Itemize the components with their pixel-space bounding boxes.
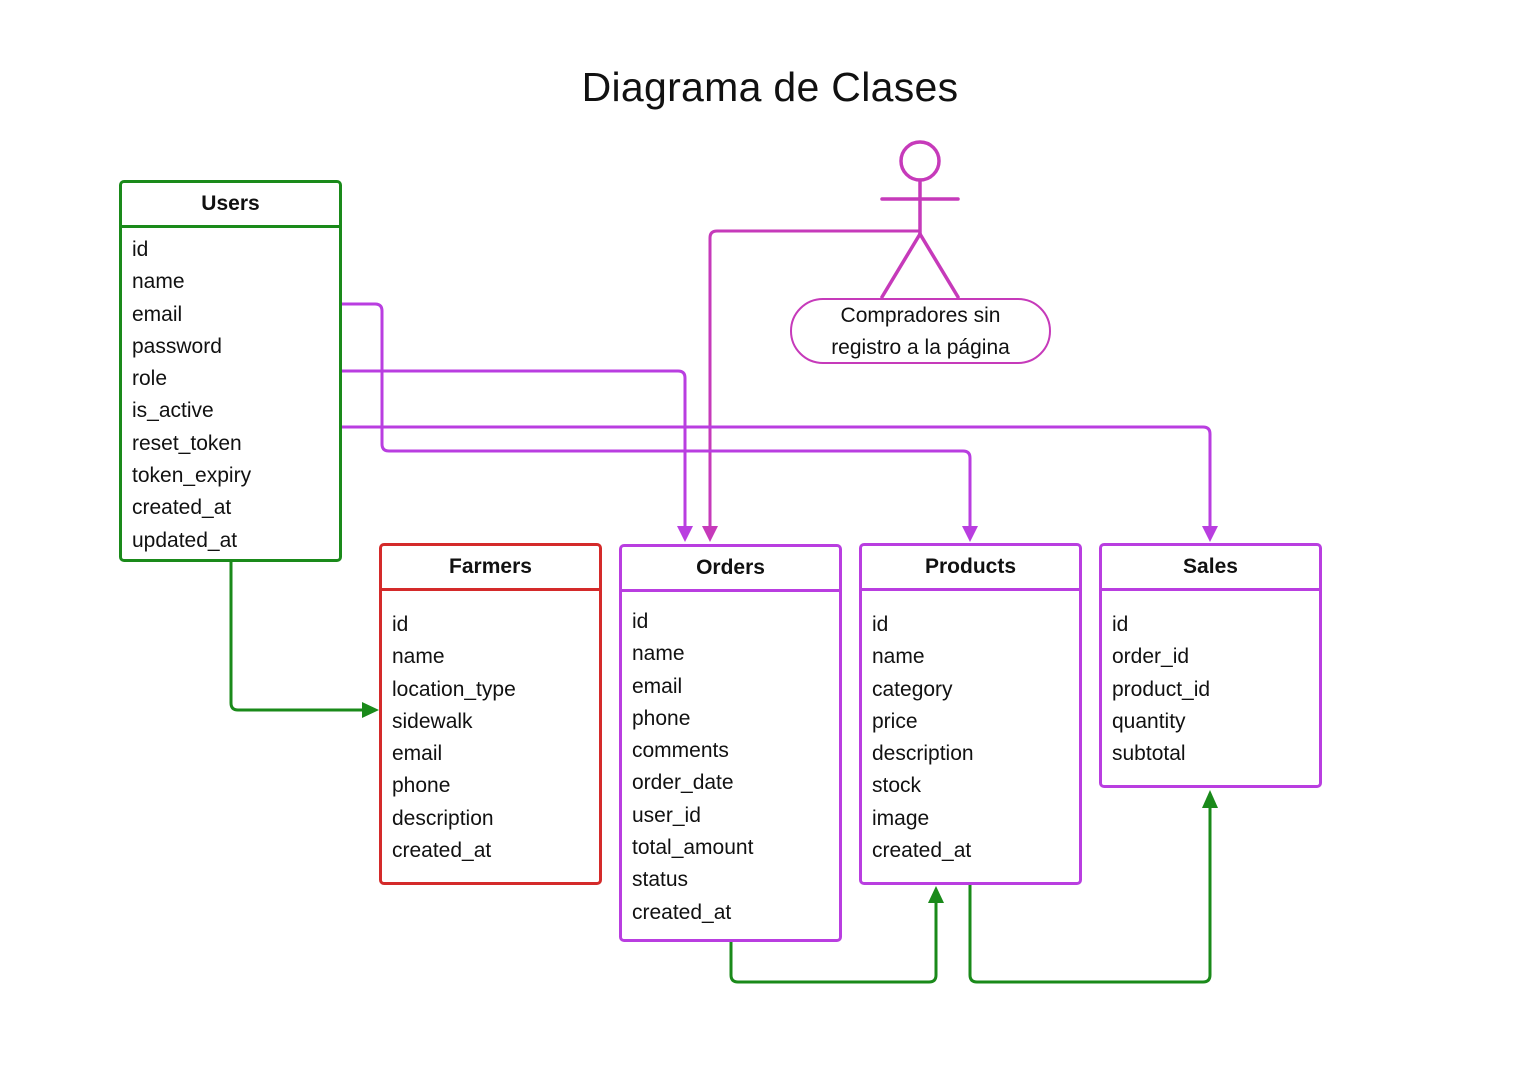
field: product_id xyxy=(1112,677,1211,701)
actor-icon xyxy=(880,140,960,299)
class-products-fields: id name category price description stock… xyxy=(862,591,1079,867)
field: id xyxy=(632,610,649,633)
field: quantity xyxy=(1112,709,1186,733)
class-users-header: Users xyxy=(122,183,339,228)
field: description xyxy=(392,806,494,830)
field: user_id xyxy=(632,803,701,827)
field: role xyxy=(132,367,168,391)
field: order_date xyxy=(632,771,734,795)
connector-products-sales xyxy=(968,790,1218,984)
field: email xyxy=(392,742,443,766)
connector-orders-products xyxy=(729,886,944,984)
field: id xyxy=(872,613,889,636)
field: token_expiry xyxy=(132,464,252,488)
class-users-fields: id name email password role is_active re… xyxy=(122,228,339,557)
actor-label: Compradores sin registro a la página xyxy=(790,298,1051,364)
connector-users-farmers xyxy=(229,561,379,718)
actor-label-line2: registro a la página xyxy=(831,336,1010,359)
field: comments xyxy=(632,739,729,763)
field: total_amount xyxy=(632,836,754,860)
actor-label-line1: Compradores sin xyxy=(840,304,1001,327)
class-users[interactable]: Users id name email password role is_act… xyxy=(119,180,342,562)
field: phone xyxy=(392,774,451,798)
field: price xyxy=(872,709,918,733)
class-orders-header: Orders xyxy=(622,547,839,592)
field: description xyxy=(872,742,974,766)
field: phone xyxy=(632,706,691,730)
field: name xyxy=(392,645,445,669)
class-farmers-header: Farmers xyxy=(382,546,599,591)
field: image xyxy=(872,806,930,830)
field: id xyxy=(132,238,149,261)
class-sales-fields: id order_id product_id quantity subtotal xyxy=(1102,591,1319,770)
field: email xyxy=(632,674,683,698)
class-products-header: Products xyxy=(862,546,1079,591)
field: reset_token xyxy=(132,431,242,455)
field: is_active xyxy=(132,399,214,423)
field: id xyxy=(1112,613,1129,636)
field: sidewalk xyxy=(392,709,473,733)
field: subtotal xyxy=(1112,742,1186,766)
field: name xyxy=(132,270,185,294)
field: created_at xyxy=(632,900,732,924)
class-products[interactable]: Products id name category price descript… xyxy=(859,543,1082,885)
field: password xyxy=(132,334,222,358)
connector-users-products xyxy=(342,302,978,542)
connector-actor-orders xyxy=(702,229,920,542)
connector-users-sales xyxy=(342,425,1218,542)
class-orders-fields: id name email phone comments order_date … xyxy=(622,592,839,929)
field: name xyxy=(632,642,685,666)
class-sales-header: Sales xyxy=(1102,546,1319,591)
field: name xyxy=(872,645,925,669)
class-farmers-fields: id name location_type sidewalk email pho… xyxy=(382,591,599,867)
field: status xyxy=(632,868,689,892)
field: email xyxy=(132,302,183,326)
field: updated_at xyxy=(132,528,238,552)
field: created_at xyxy=(392,839,492,863)
field: id xyxy=(392,613,409,636)
class-sales[interactable]: Sales id order_id product_id quantity su… xyxy=(1099,543,1322,788)
connector-users-orders xyxy=(342,369,693,542)
field: category xyxy=(872,677,953,701)
diagram-title: Diagrama de Clases xyxy=(581,64,959,110)
field: location_type xyxy=(392,677,516,701)
field: created_at xyxy=(132,496,232,520)
class-farmers[interactable]: Farmers id name location_type sidewalk e… xyxy=(379,543,602,885)
field: created_at xyxy=(872,839,972,863)
field: stock xyxy=(872,774,922,798)
field: order_id xyxy=(1112,645,1190,669)
class-orders[interactable]: Orders id name email phone comments orde… xyxy=(619,544,842,942)
